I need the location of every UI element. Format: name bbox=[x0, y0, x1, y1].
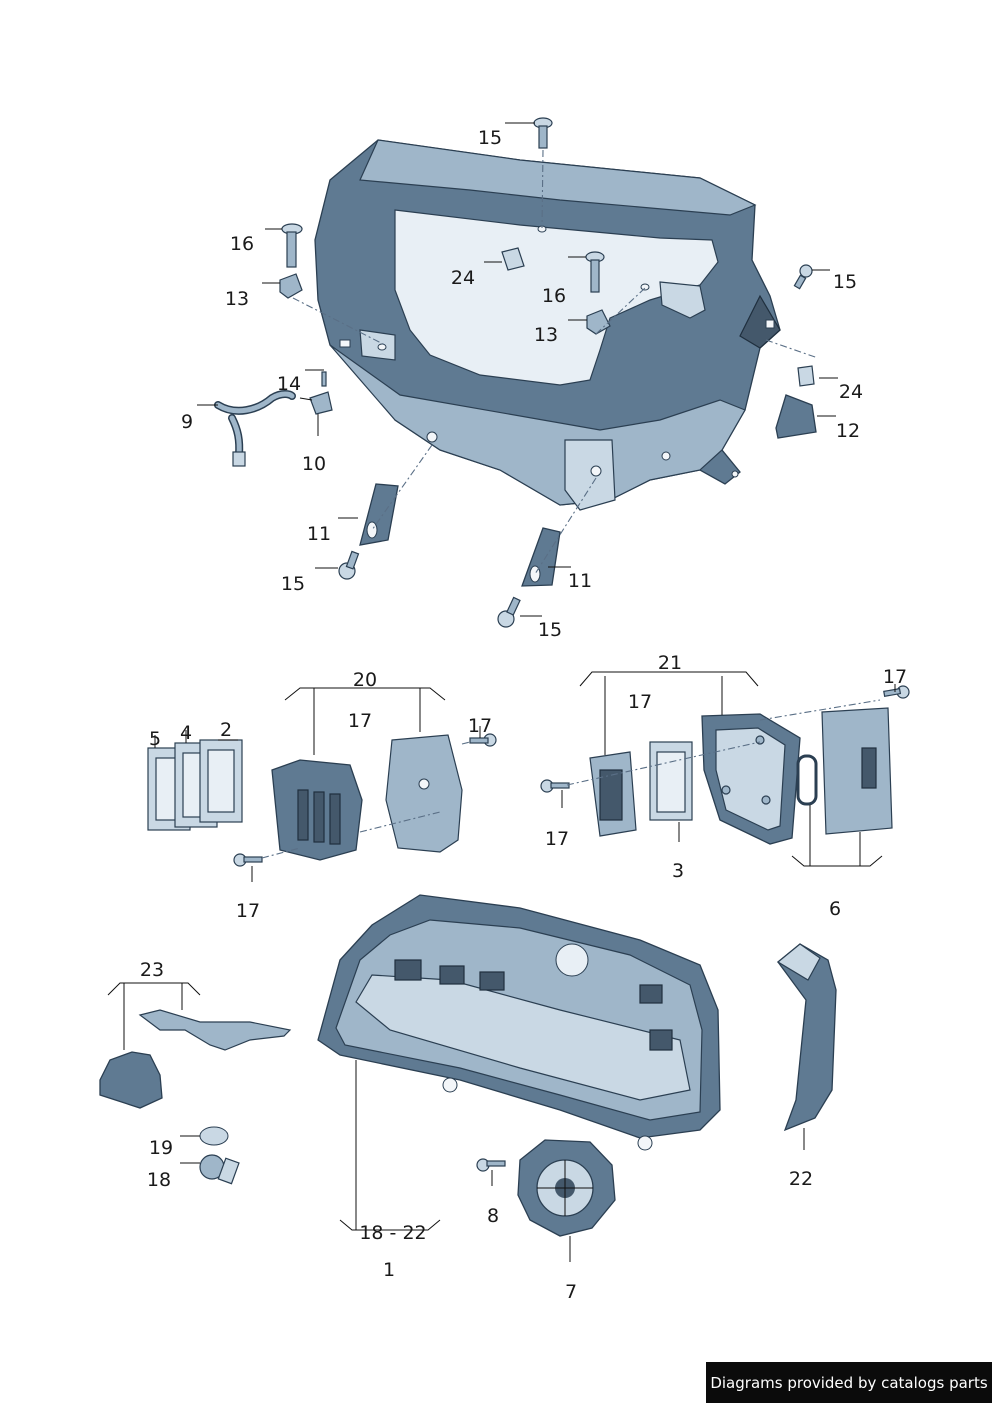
clip-nut-13-left bbox=[279, 273, 303, 299]
seal-3 bbox=[649, 741, 693, 821]
callout-c3: 13 bbox=[225, 288, 249, 310]
trim-panel-22 bbox=[776, 943, 837, 1132]
callout-c1: 15 bbox=[478, 127, 502, 149]
o-ring-seal bbox=[796, 754, 818, 806]
callout-c8: 24 bbox=[839, 381, 863, 403]
callout-c6: 13 bbox=[534, 324, 558, 346]
callout-c4: 24 bbox=[451, 267, 475, 289]
hose-9 bbox=[214, 390, 296, 467]
gasket-2 bbox=[199, 739, 243, 823]
callout-c9: 12 bbox=[836, 420, 860, 442]
exploded-parts-diagram: 15 16 13 24 16 13 15 24 12 14 9 10 11 15… bbox=[99, 117, 910, 1303]
housing-cover bbox=[385, 734, 463, 853]
callout-c32: 18 bbox=[147, 1169, 171, 1191]
callout-c14: 15 bbox=[281, 573, 305, 595]
attribution-banner: Diagrams provided by catalogs parts bbox=[706, 1362, 992, 1403]
callout-c22: 2 bbox=[220, 719, 232, 741]
callout-c18: 17 bbox=[348, 710, 372, 732]
bracket-12 bbox=[775, 394, 817, 439]
callout-c13: 11 bbox=[307, 523, 331, 545]
callout-c12: 10 bbox=[302, 453, 326, 475]
clip-14 bbox=[321, 371, 327, 387]
fastener-10 bbox=[299, 391, 333, 415]
callout-c25: 17 bbox=[628, 691, 652, 713]
callout-labels: 15 16 13 24 16 13 15 24 12 14 9 10 11 15… bbox=[140, 127, 907, 1303]
callout-c29: 6 bbox=[829, 898, 841, 920]
callout-c10: 14 bbox=[277, 373, 301, 395]
callout-c37: 22 bbox=[789, 1168, 813, 1190]
headlight-housing-1 bbox=[317, 894, 721, 1151]
callout-c30: 23 bbox=[140, 959, 164, 981]
callout-c2: 16 bbox=[230, 233, 254, 255]
callout-c17: 20 bbox=[353, 669, 377, 691]
mount-11-right bbox=[521, 527, 561, 587]
bolt-16-left bbox=[281, 223, 303, 268]
bulb-socket-18 bbox=[199, 1154, 240, 1185]
callout-c36: 7 bbox=[565, 1281, 577, 1303]
callout-c24: 21 bbox=[658, 652, 682, 674]
clip-nut-24-right bbox=[797, 365, 815, 387]
callout-c33: 18 - 22 bbox=[359, 1222, 426, 1244]
bolt-15-left-bottom bbox=[338, 550, 360, 580]
screw-17-c bbox=[540, 779, 570, 793]
callout-c28: 3 bbox=[672, 860, 684, 882]
callout-c16: 15 bbox=[538, 619, 562, 641]
callout-c35: 8 bbox=[487, 1205, 499, 1227]
clip-nut-13-mid bbox=[586, 309, 611, 335]
attribution-text: Diagrams provided by catalogs parts bbox=[710, 1373, 988, 1392]
leader-lines bbox=[107, 122, 896, 1262]
callout-c20: 5 bbox=[149, 728, 161, 750]
callout-c23: 17 bbox=[236, 900, 260, 922]
bolt-15-right bbox=[793, 264, 813, 290]
module-housing bbox=[701, 713, 801, 845]
cap-19 bbox=[199, 1126, 229, 1146]
clip-nut-24-top bbox=[501, 247, 525, 271]
connector-module bbox=[589, 751, 637, 837]
callout-c31: 19 bbox=[149, 1137, 173, 1159]
ballast-unit-6 bbox=[821, 707, 893, 835]
callout-c27: 17 bbox=[545, 828, 569, 850]
mounting-bracket-23 bbox=[99, 1009, 292, 1109]
screw-17-b bbox=[233, 853, 263, 867]
callout-c19: 17 bbox=[468, 715, 492, 737]
fan-cover-7 bbox=[517, 1139, 616, 1237]
headlight-carrier-bracket bbox=[314, 139, 781, 511]
screw-17-d bbox=[883, 685, 910, 699]
callout-c34: 1 bbox=[383, 1259, 395, 1281]
callout-c5: 16 bbox=[542, 285, 566, 307]
mount-11-left bbox=[359, 483, 399, 546]
bolt-15-right-bottom bbox=[497, 596, 521, 628]
callout-c7: 15 bbox=[833, 271, 857, 293]
callout-c11: 9 bbox=[181, 411, 193, 433]
screw-8 bbox=[476, 1158, 506, 1172]
callout-c15: 11 bbox=[568, 570, 592, 592]
callout-c26: 17 bbox=[883, 666, 907, 688]
screw-17-a bbox=[469, 733, 497, 747]
callout-c21: 4 bbox=[180, 722, 192, 744]
bolt-15-top bbox=[533, 117, 553, 149]
control-unit-housing bbox=[271, 759, 363, 861]
